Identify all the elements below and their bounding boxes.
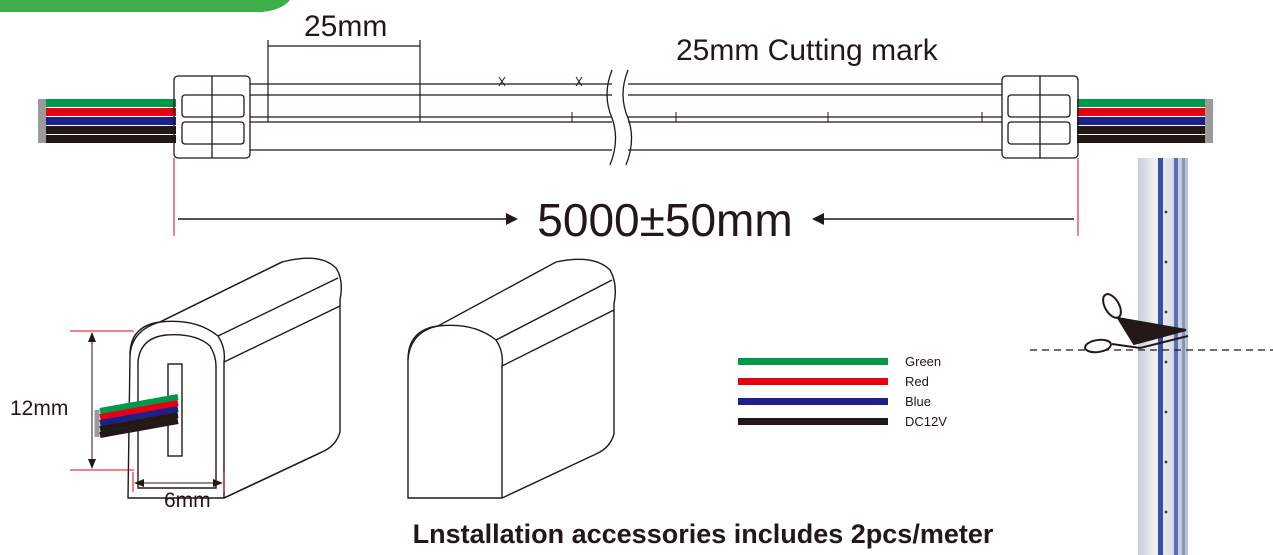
left-wire-bundle [38,99,176,143]
pitch-dimension [267,40,421,122]
legend-swatch-dc12v [738,418,888,425]
legend-label-green: Green [905,354,941,369]
profile-3d-closed [407,258,617,499]
footer-caption: Lnstallation accessories includes 2pcs/m… [413,519,994,549]
cutting-mark-label: 25mm Cutting mark [676,34,939,67]
legend-swatch-blue [738,398,888,405]
scissors-icon [1084,293,1189,354]
wire-legend: Green Red Blue DC12V [738,354,947,429]
right-wire-bundle [1077,99,1213,143]
arrow-head-right [506,213,518,225]
strip-body-right [628,83,1002,151]
legend-label-blue: Blue [905,394,931,409]
strip-body-left [250,83,612,151]
strip-side-view [38,40,1213,236]
profile-wires [94,394,179,438]
profile-dimensions [70,330,225,492]
pitch-label: 25mm [304,10,387,43]
accent-tab [0,0,290,12]
width-label: 6mm [164,489,211,512]
length-extension-lines [173,158,1079,236]
legend-label-dc12v: DC12V [905,414,947,429]
legend-swatch-red [738,378,888,385]
total-length-label: 5000±50mm [537,194,792,246]
arrow-head-left [812,213,824,225]
profile-3d-with-wires [127,257,343,499]
height-label: 12mm [10,397,68,420]
right-end-cap [1001,75,1079,159]
left-end-cap [173,75,251,159]
break-mark [606,69,633,166]
strip-photo [1138,158,1188,555]
cut-x-marks [498,76,598,87]
legend-label-red: Red [905,374,929,389]
legend-swatch-green [738,358,888,365]
